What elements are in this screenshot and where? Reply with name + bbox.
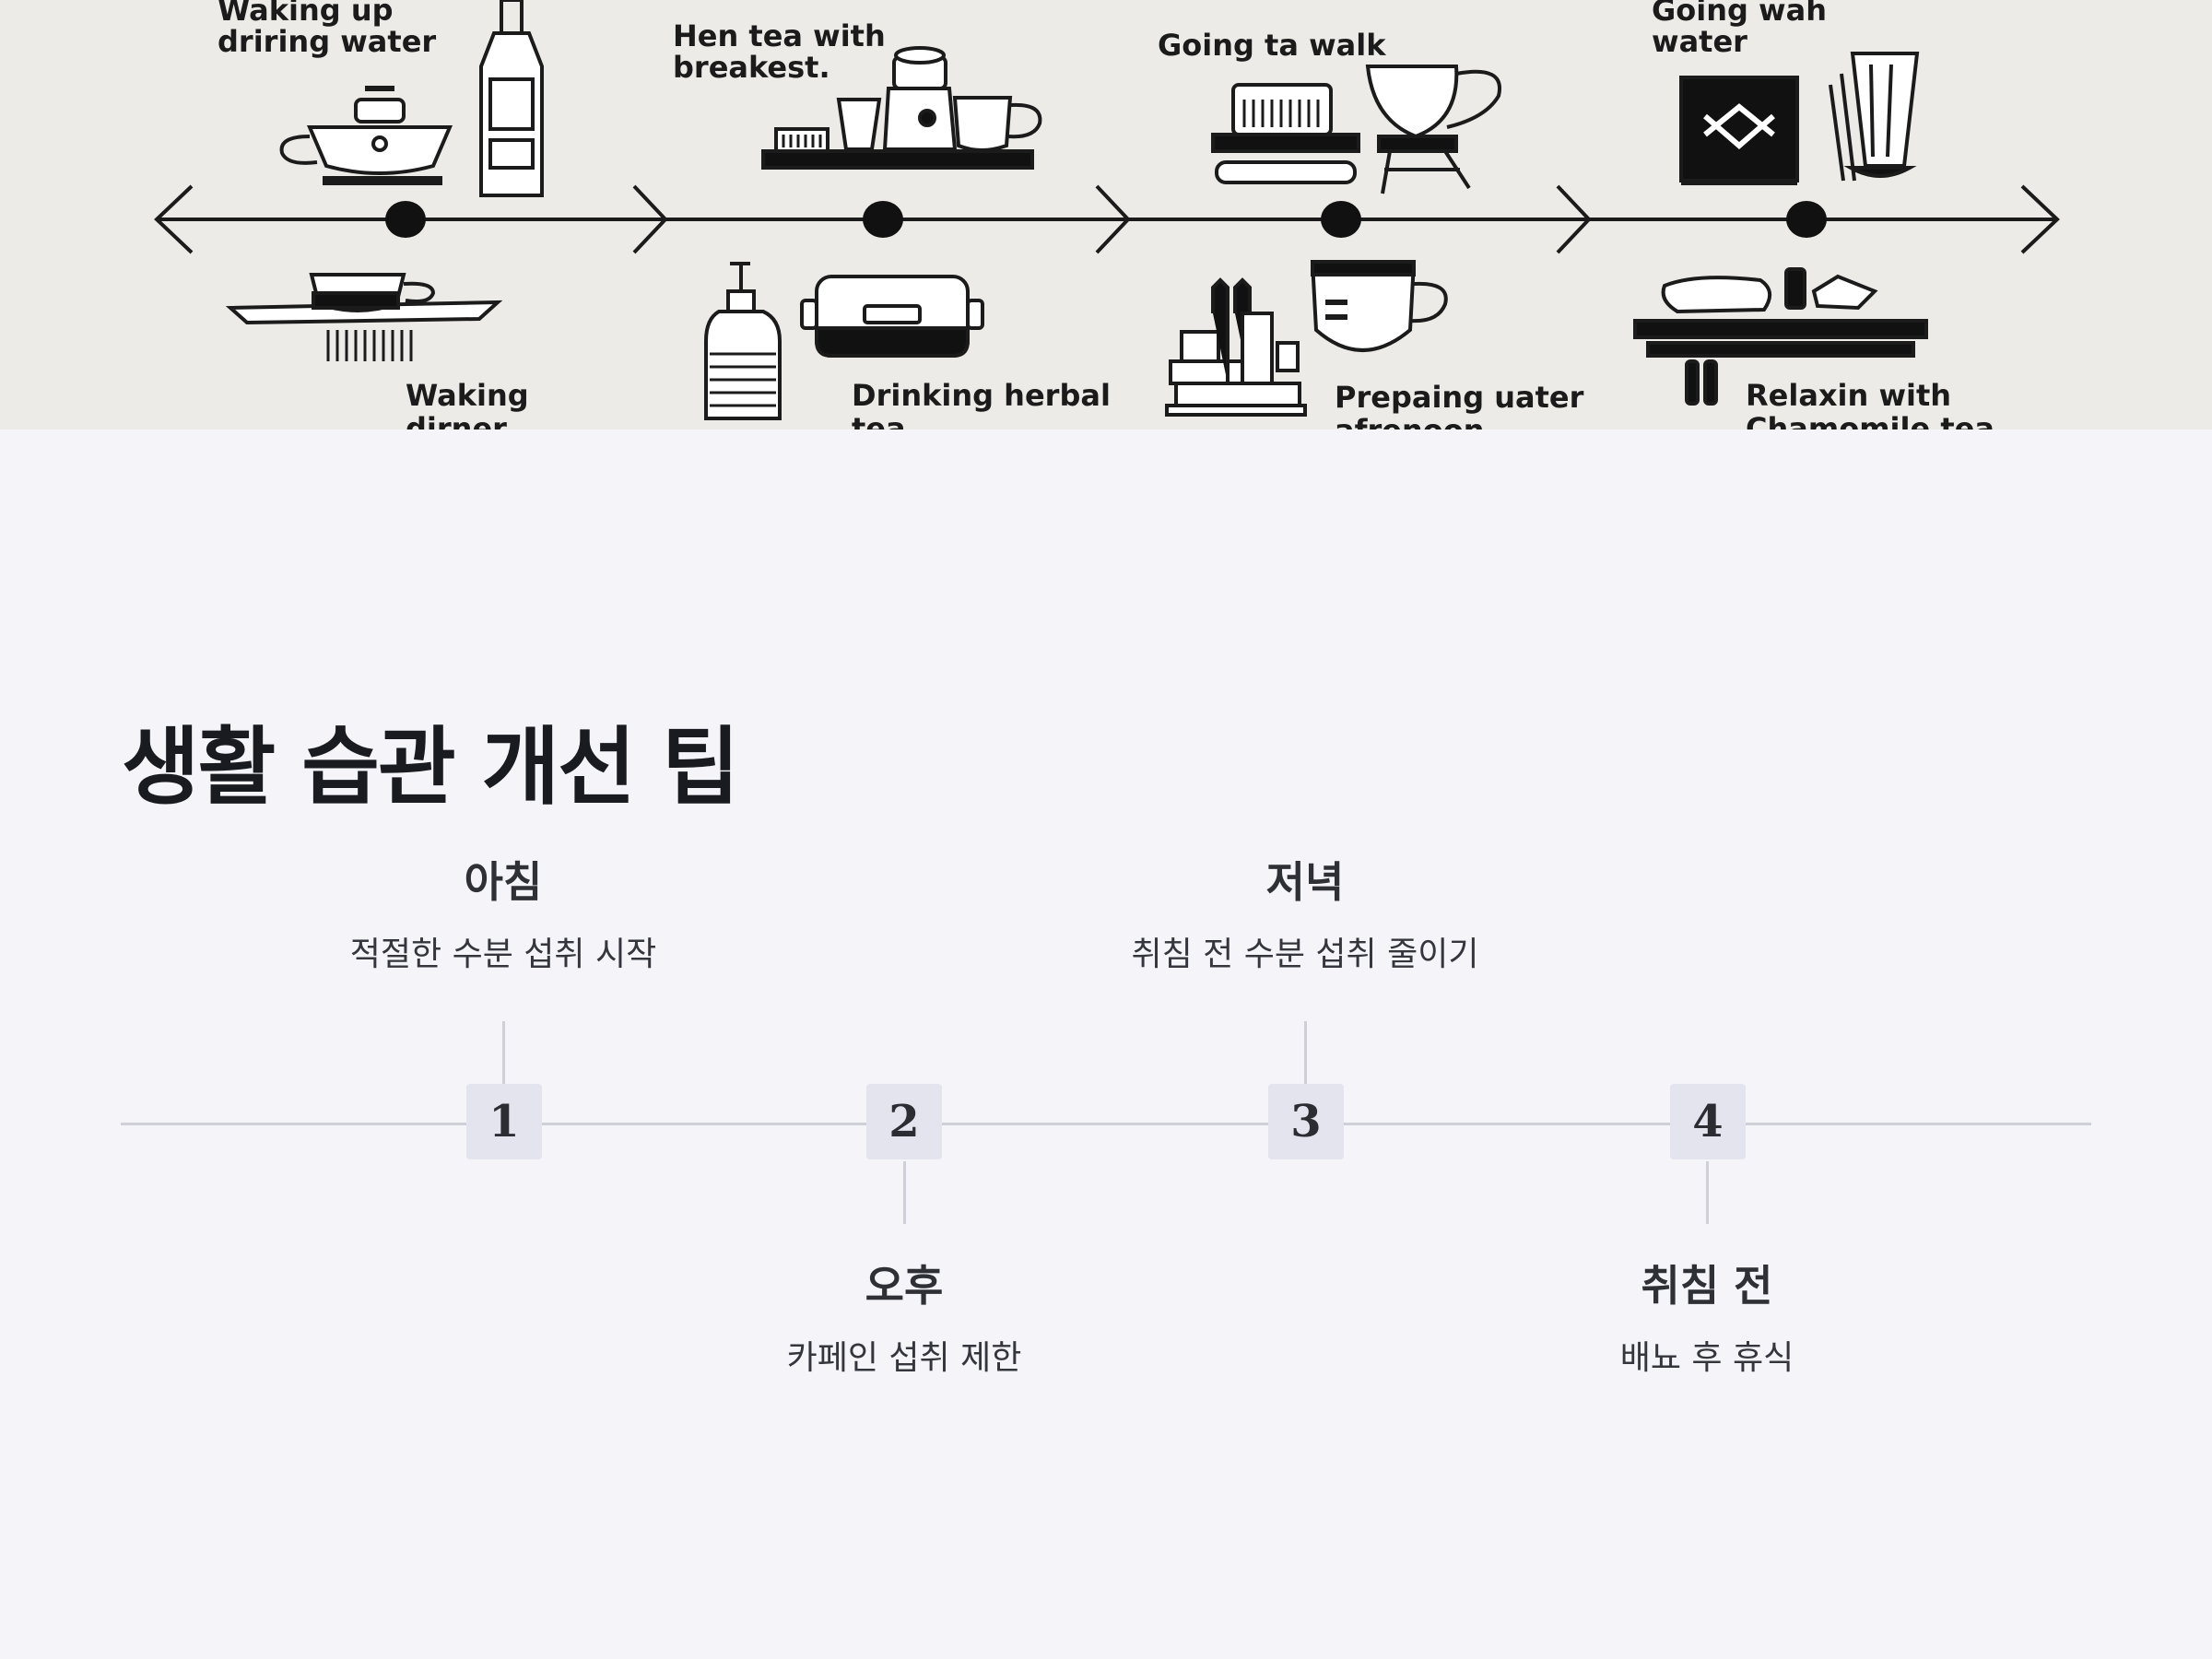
arrow-right-icon (632, 184, 668, 254)
daily-routine-illustration: Waking up driring water Hen tea with bre… (154, 0, 2060, 429)
step-4-connector (1706, 1161, 1709, 1224)
step-1-title: 아침 (464, 857, 543, 907)
teapot-icon (279, 86, 453, 185)
step-3-desc: 취침 전 수분 섭취 줄이기 (1131, 935, 1479, 973)
step-2-number-box: 2 (866, 1084, 942, 1159)
illustration-label-bottom-4a: Relaxin with (1746, 378, 1951, 413)
step-3-text: 저녁 취침 전 수분 섭취 줄이기 (1047, 861, 1563, 971)
illustration-label-bottom-3a: Prepaing uater (1335, 380, 1584, 415)
step-2-text: 오후 카페인 섭취 제한 (646, 1265, 1162, 1375)
bottles-stack-icon (1165, 277, 1307, 417)
arrow-right-icon (1556, 184, 1592, 254)
step-4-number-box: 4 (1670, 1084, 1746, 1159)
step-3-number-box: 3 (1268, 1084, 1344, 1159)
illustration-label-top-2b: breakest. (673, 50, 830, 85)
illustration-label-bottom-2a: Drinking herbal (852, 378, 1111, 413)
illustration-label-top-1b: driring water (218, 24, 436, 59)
utensil-holder-icon (1829, 52, 1920, 182)
illustration-label-top-4a: Going wah (1652, 0, 1827, 28)
illustration-label-bottom-3b: afrenoon (1335, 413, 1485, 429)
breakfast-shelf-icon (761, 46, 1042, 170)
step-4-text: 취침 전 배뇨 후 휴식 (1449, 1265, 1965, 1375)
step-2-title: 오후 (865, 1261, 944, 1311)
big-mug-icon (1310, 260, 1448, 352)
step-3-connector (1304, 1021, 1307, 1084)
baking-dish-icon (800, 275, 984, 358)
step-3-title: 저녁 (1265, 857, 1345, 907)
step-1-desc: 적절한 수분 섭취 시작 (349, 935, 657, 973)
bottle-icon (479, 0, 544, 197)
mug-stand-icon (1365, 65, 1502, 194)
tips-timeline-line (121, 1123, 2091, 1125)
illustration-label-top-3a: Going ta walk (1158, 28, 1386, 63)
step-2-connector (903, 1161, 906, 1224)
step-1-number-box: 1 (466, 1084, 542, 1159)
illustration-label-bottom-2b: tea (852, 411, 906, 429)
dispenser-icon (704, 262, 782, 420)
toaster-icon (1211, 83, 1360, 184)
step-1-connector (502, 1021, 505, 1084)
illustration-label-top-4b: water (1652, 24, 1747, 59)
illustration-dot (1321, 201, 1361, 238)
step-1-text: 아침 적절한 수분 섭취 시작 (245, 861, 761, 971)
arrow-right-icon (2020, 184, 2060, 254)
illustration-label-bottom-4b: Chamomile tea (1746, 411, 1994, 429)
tray-cup-icon (225, 273, 503, 361)
arrow-left-icon (154, 184, 194, 254)
illustration-label-bottom-1b: dirner (406, 411, 507, 429)
side-table-icon (1633, 267, 1928, 406)
step-4-desc: 배뇨 후 휴식 (1619, 1339, 1794, 1377)
step-4-title: 취침 전 (1641, 1261, 1773, 1311)
section-title: 생활 습관 개선 팁 (122, 718, 740, 817)
illustration-dot (385, 201, 426, 238)
illustration-label-top-1a: Waking up (218, 0, 394, 28)
illustration-banner: Waking up driring water Hen tea with bre… (0, 0, 2212, 429)
illustration-dot (1786, 201, 1827, 238)
illustration-label-bottom-1a: Waking (406, 378, 529, 413)
illustration-label-top-2a: Hen tea with (673, 18, 886, 53)
step-2-desc: 카페인 섭취 제한 (786, 1339, 1022, 1377)
illustration-dot (863, 201, 903, 238)
arrow-right-icon (1095, 184, 1131, 254)
envelope-box-icon (1679, 76, 1799, 185)
